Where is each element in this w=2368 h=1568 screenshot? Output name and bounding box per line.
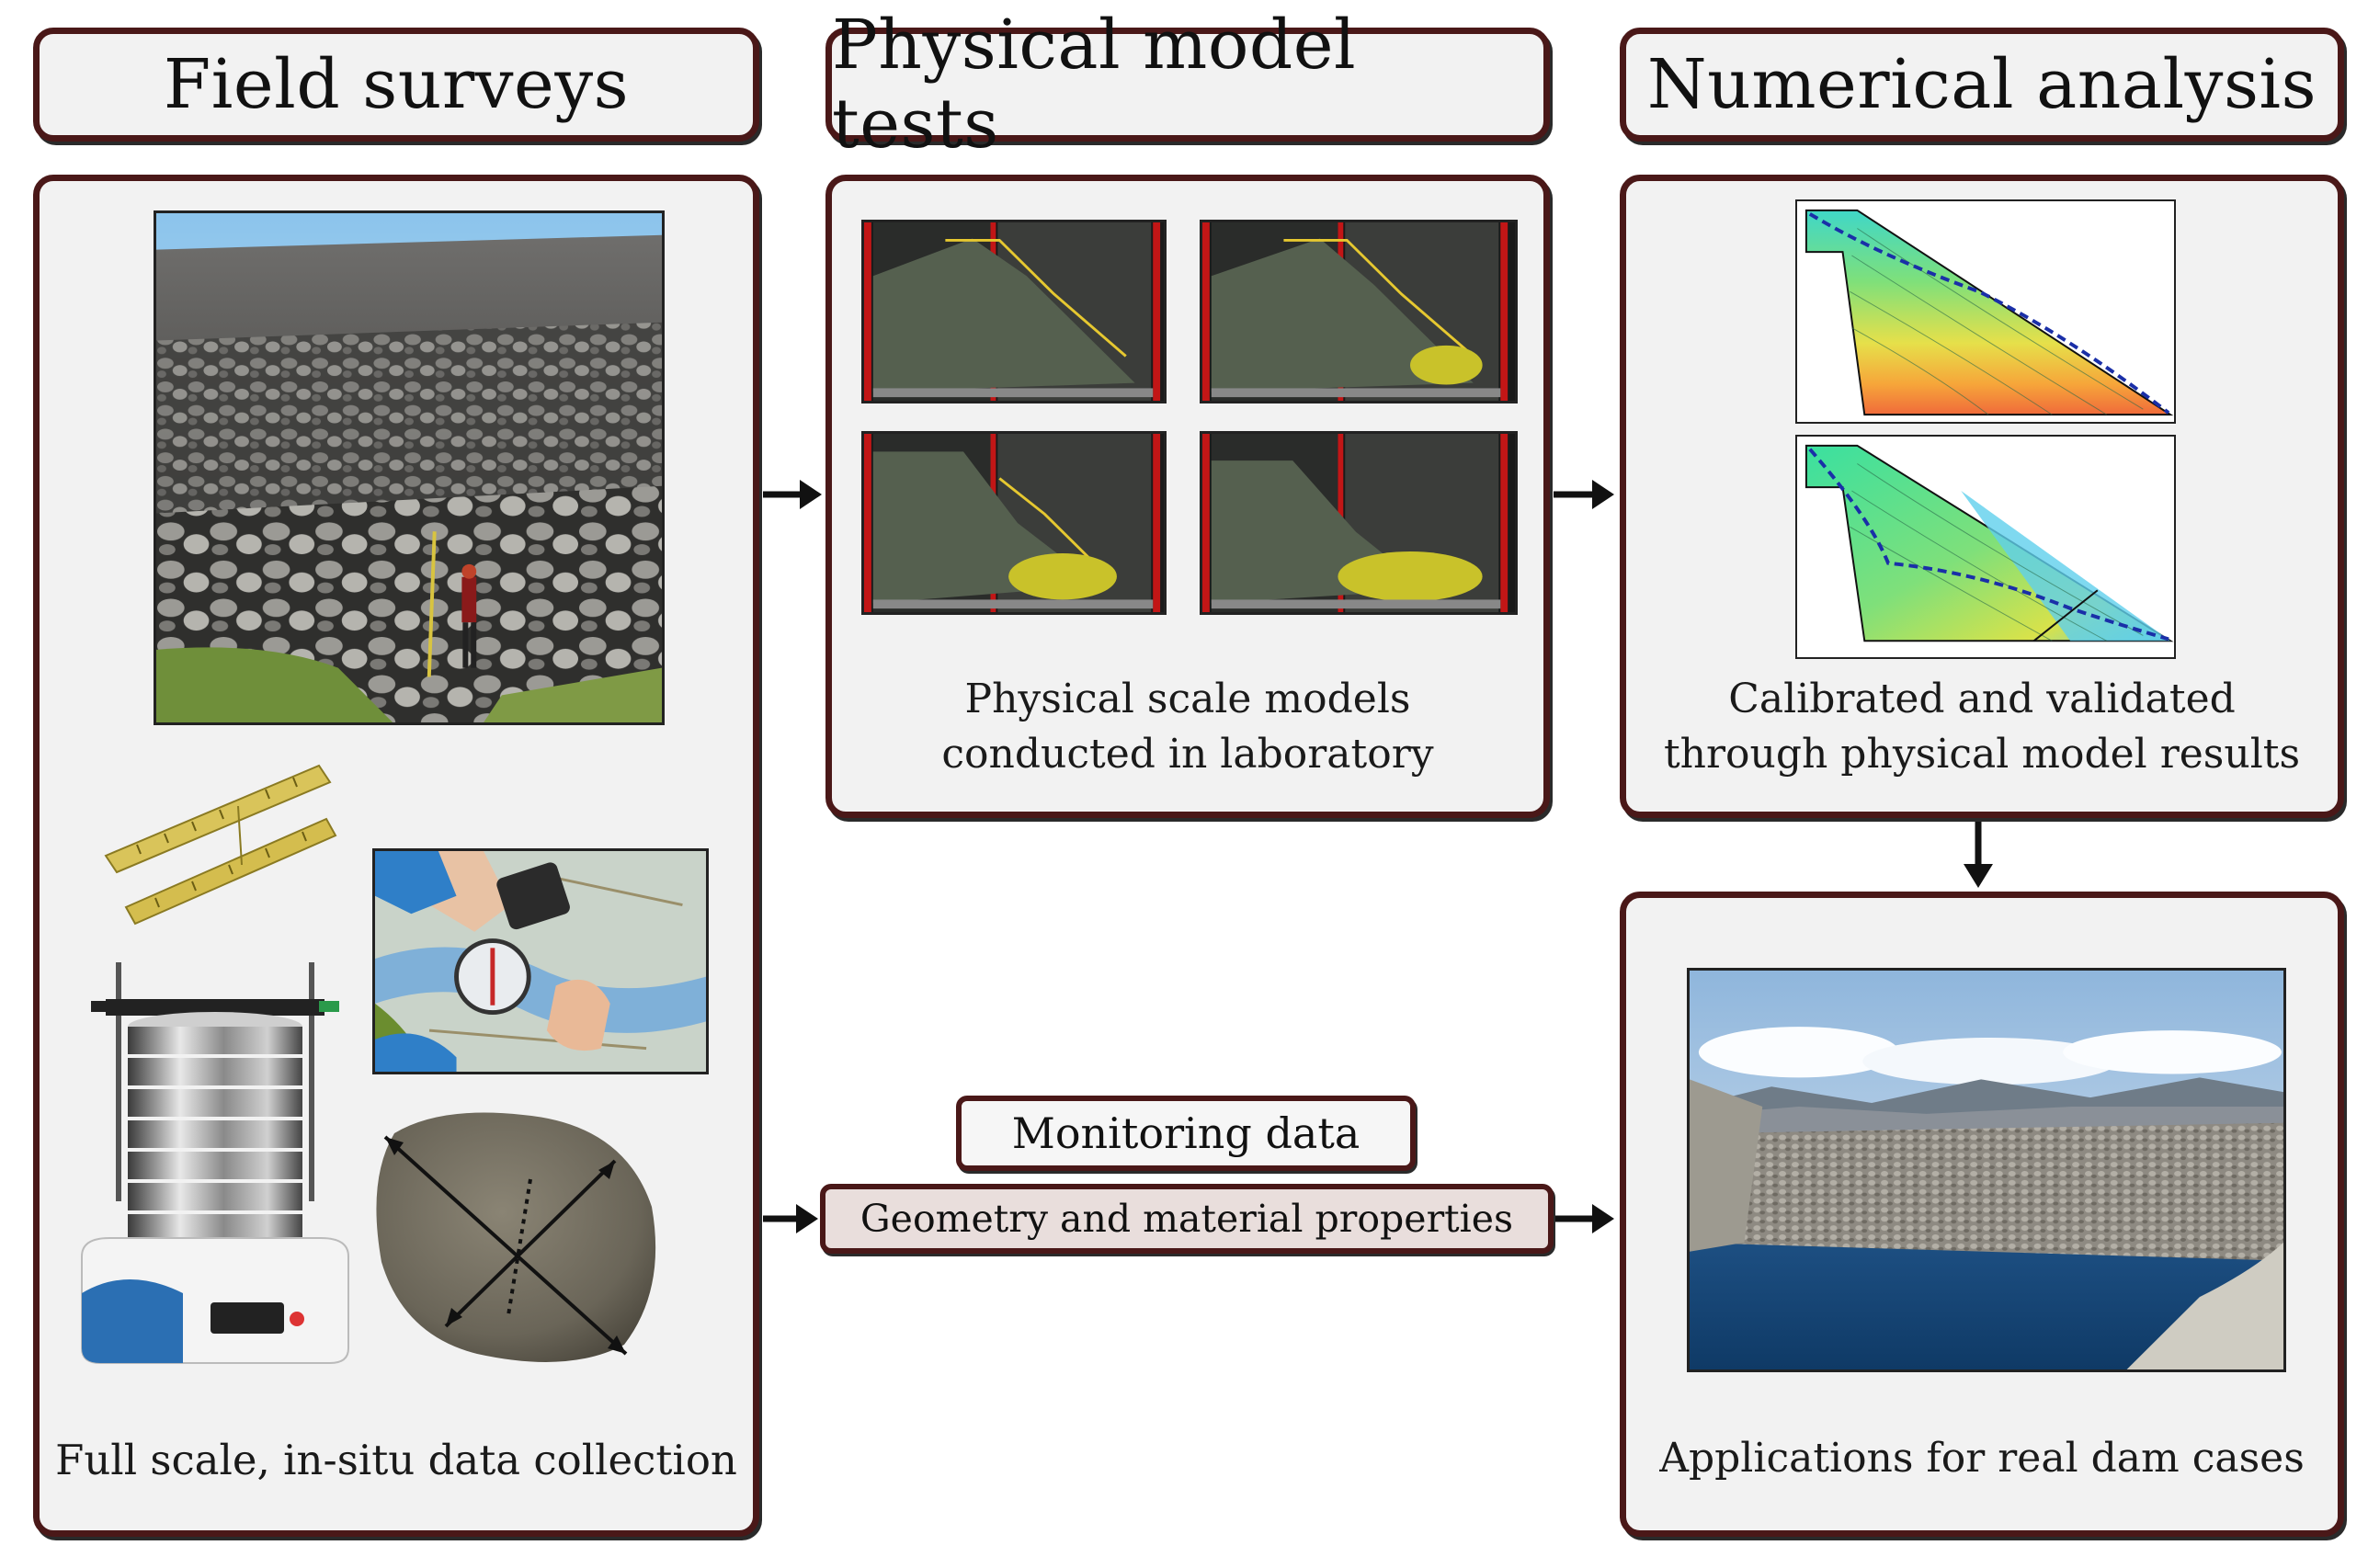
caption-applications-text: Applications for real dam cases <box>1659 1435 2305 1482</box>
arrow-geometry-to-applications <box>1555 1204 1614 1233</box>
lab-model-photo-2 <box>1200 220 1518 403</box>
header-numerical-analysis: Numerical analysis <box>1620 28 2344 142</box>
caption-applications: Applications for real dam cases <box>1626 1431 2338 1486</box>
real-dam-photo <box>1687 968 2286 1372</box>
arrow-physical-to-numerical <box>1554 480 1614 509</box>
boulder-icon <box>367 1106 666 1374</box>
caption-numerical-line-2: through physical model results <box>1663 731 2301 778</box>
compass-map-photo <box>372 848 709 1074</box>
rockfill-slope-photo <box>154 210 665 725</box>
header-physical-model-tests-text: Physical model tests <box>832 6 1357 164</box>
seepage-model-plot-1 <box>1795 199 2176 424</box>
geometry-material-properties-label: Geometry and material properties <box>820 1184 1554 1254</box>
caption-numerical-line-1: Calibrated and validated <box>1728 676 2236 722</box>
header-field-surveys-text: Field surveys <box>163 45 630 124</box>
caption-physical-line-2: conducted in laboratory <box>941 731 1434 778</box>
panel-applications: Applications for real dam cases <box>1620 892 2344 1537</box>
panel-field-surveys: Full scale, in-situ data collection <box>33 175 759 1537</box>
header-numerical-analysis-text: Numerical analysis <box>1646 45 2317 124</box>
lab-model-photo-1 <box>861 220 1167 403</box>
geometry-material-properties-text: Geometry and material properties <box>860 1197 1514 1241</box>
monitoring-data-text: Monitoring data <box>1011 1108 1360 1158</box>
monitoring-data-label: Monitoring data <box>956 1096 1416 1171</box>
panel-numerical-analysis: Calibrated and validated through physica… <box>1620 175 2344 818</box>
seepage-model-plot-2 <box>1795 435 2176 659</box>
header-field-surveys: Field surveys <box>33 28 759 142</box>
lab-model-photo-4 <box>1200 431 1518 615</box>
sieve-shaker-icon <box>73 962 358 1367</box>
caption-physical-model-tests: Physical scale models conducted in labor… <box>832 672 1543 782</box>
caption-numerical-analysis: Calibrated and validated through physica… <box>1626 672 2338 782</box>
lab-model-photo-3 <box>861 431 1167 615</box>
panel-physical-model-tests: Physical scale models conducted in labor… <box>825 175 1550 818</box>
arrow-numerical-to-applications <box>1964 822 1993 888</box>
caption-field-surveys: Full scale, in-situ data collection <box>40 1433 753 1488</box>
arrow-field-to-geometry <box>763 1204 818 1233</box>
header-physical-model-tests: Physical model tests <box>825 6 1550 164</box>
arrow-field-to-physical <box>763 480 822 509</box>
caption-field-surveys-text: Full scale, in-situ data collection <box>55 1436 737 1484</box>
caption-physical-line-1: Physical scale models <box>964 676 1411 722</box>
folding-ruler-icon <box>100 760 339 935</box>
